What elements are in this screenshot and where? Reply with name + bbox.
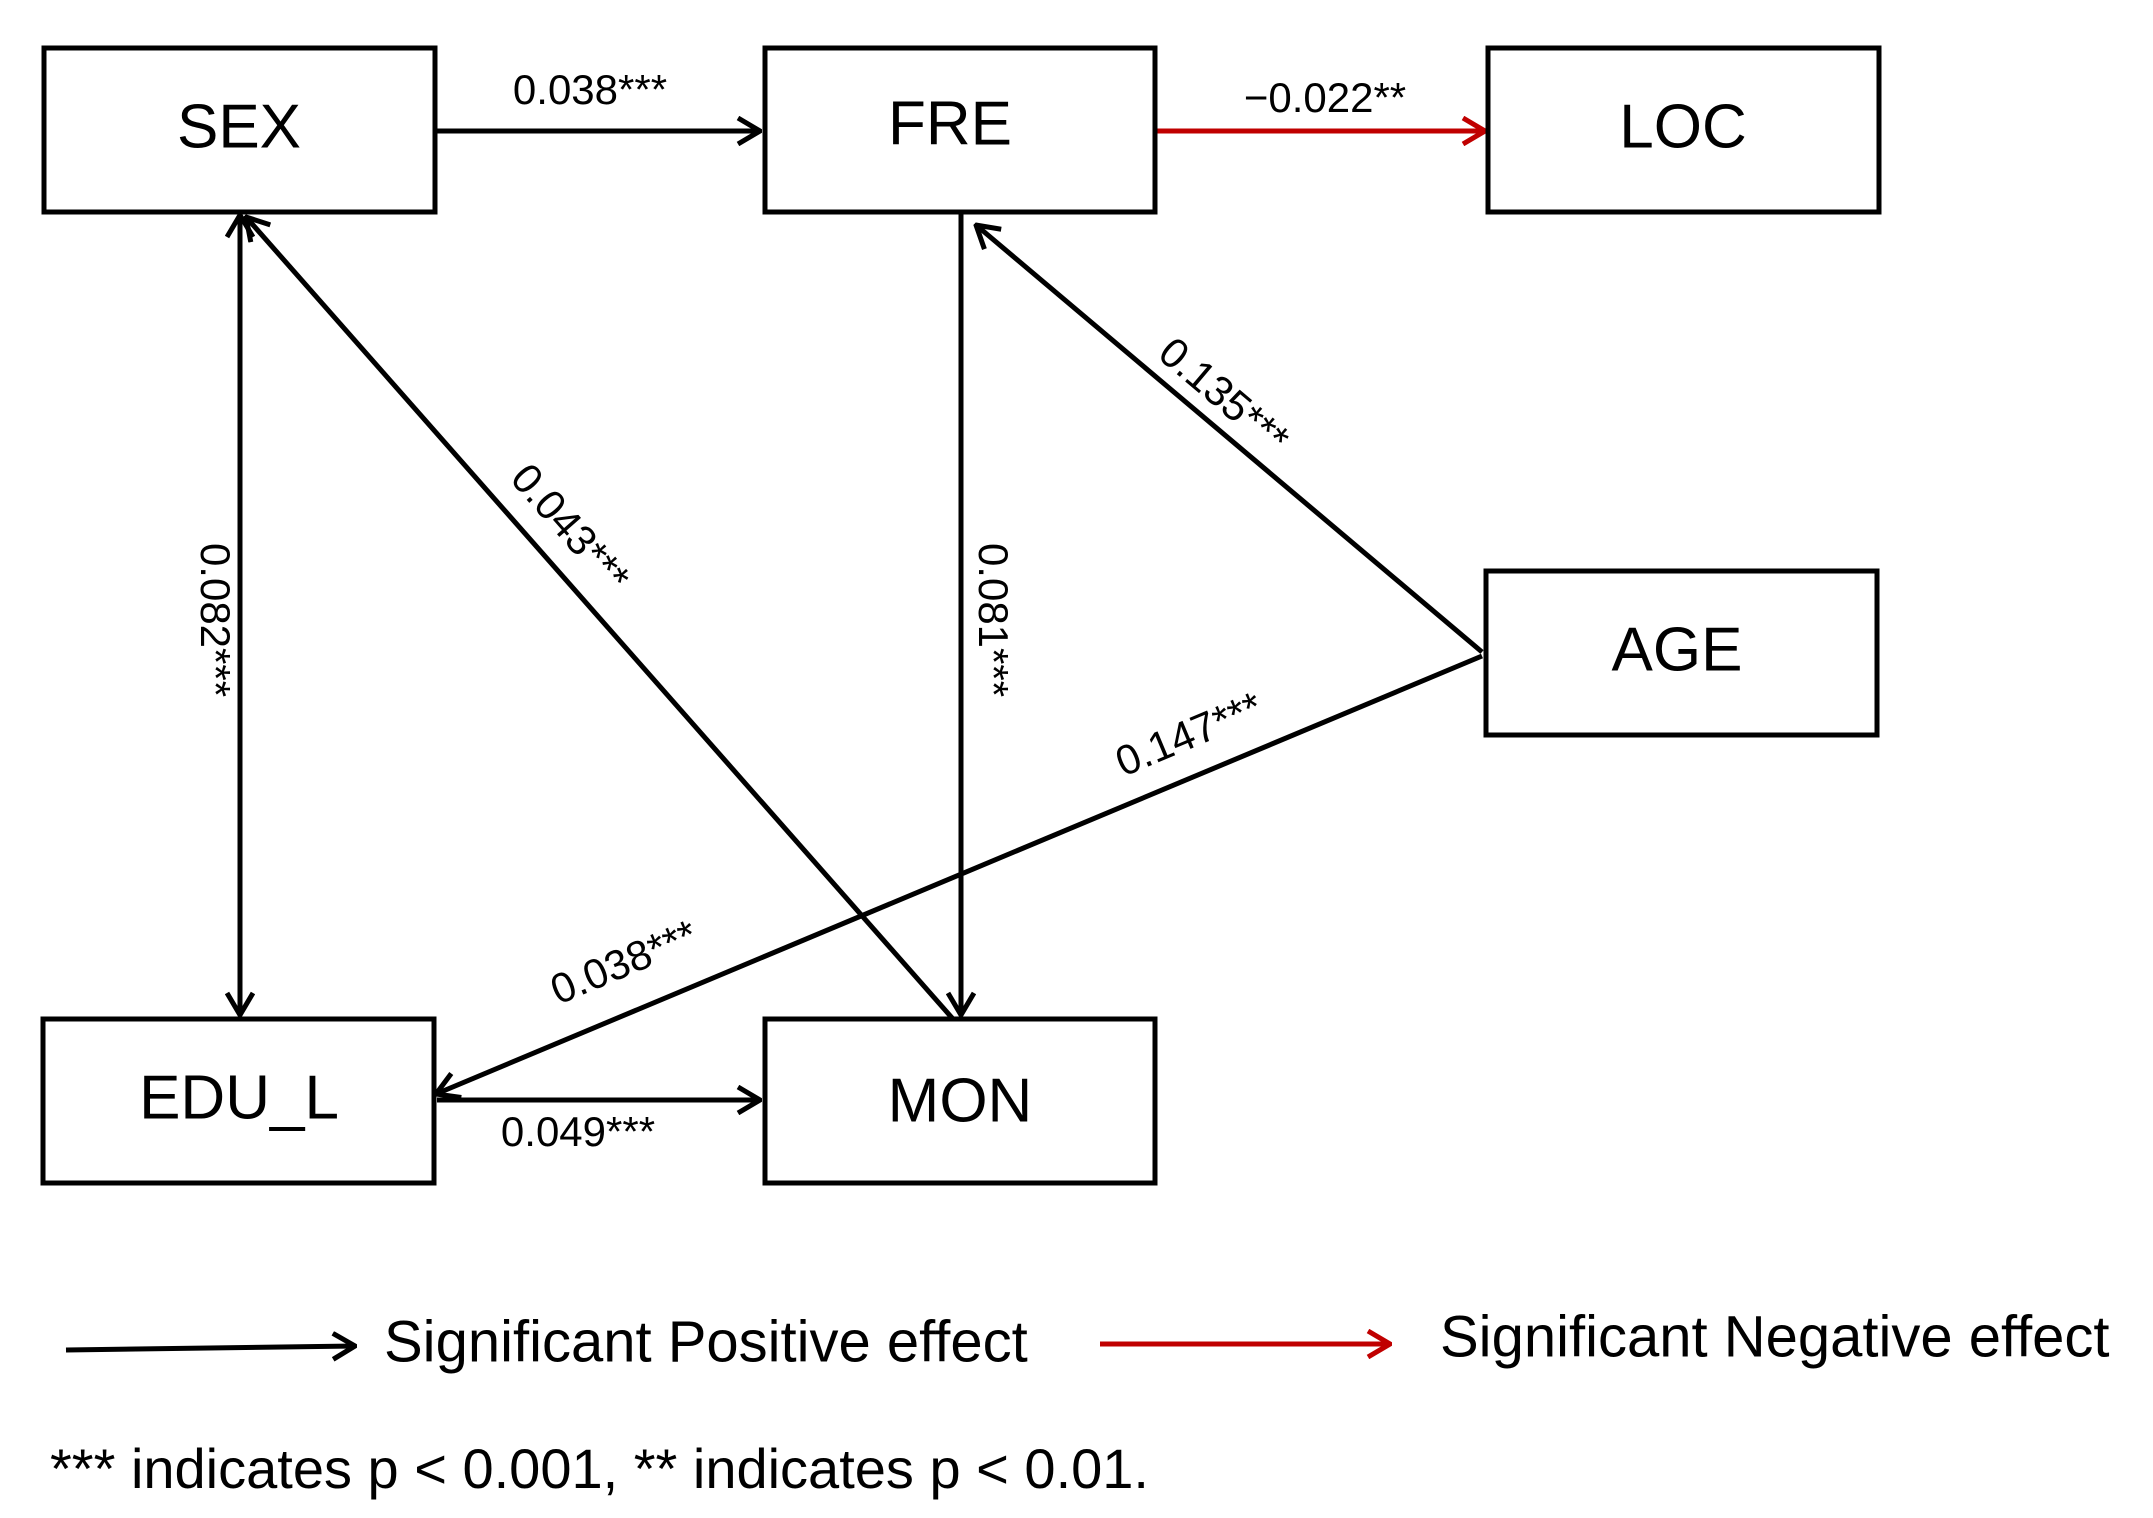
significance-footnote: *** indicates p < 0.001, ** indicates p … [50, 1437, 1149, 1500]
edge-label-fre-loc: −0.022** [1244, 74, 1406, 121]
edge-label-sex-fre: 0.038*** [513, 66, 667, 113]
edge-age-edu [436, 653, 1483, 1094]
edge-label-edu-mon: 0.049*** [501, 1108, 655, 1155]
node-fre: FRE [762, 45, 1158, 215]
node-sex-label: SEX [177, 92, 301, 161]
node-loc-label: LOC [1619, 92, 1746, 161]
legend-negative-label: Significant Negative effect [1440, 1304, 2110, 1369]
node-edu-l: EDU_L [40, 1016, 437, 1186]
node-sex: SEX [41, 45, 438, 215]
edge-label-sex-edu: 0.082*** [192, 543, 239, 697]
node-age: AGE [1483, 568, 1880, 738]
edge-label-age-edu-147: 0.147*** [1109, 682, 1269, 785]
node-mon-label: MON [888, 1066, 1033, 1135]
node-fre-label: FRE [888, 89, 1012, 158]
legend-positive-arrow [65, 1346, 355, 1350]
edge-mon-sex [246, 217, 955, 1021]
node-mon: MON [762, 1016, 1158, 1186]
node-age-label: AGE [1612, 615, 1743, 684]
node-edu-l-label: EDU_L [139, 1063, 339, 1132]
edge-label-age-edu-038: 0.038*** [544, 910, 704, 1013]
edge-age-fre [976, 225, 1484, 654]
legend-positive-label: Significant Positive effect [384, 1309, 1028, 1374]
edge-label-fre-mon: 0.081*** [970, 543, 1017, 697]
node-loc: LOC [1485, 45, 1882, 215]
edge-label-age-fre: 0.135*** [1150, 328, 1298, 463]
